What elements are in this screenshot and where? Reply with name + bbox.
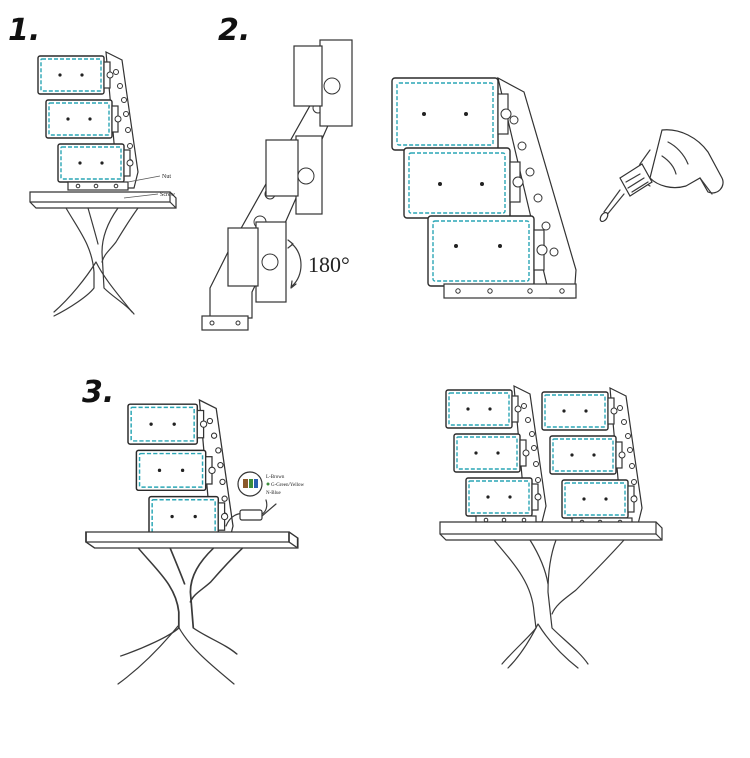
step-2-label: 2. — [218, 13, 250, 48]
screw-label: Screw — [160, 192, 176, 198]
ground-wire-icon — [266, 482, 270, 486]
step-1-assembly: Nut Screw — [29, 52, 177, 317]
final-double-assembly — [439, 386, 663, 669]
rotation-label: 180° — [308, 252, 350, 277]
step-3-assembly: L-Brown G-Green/Yellow N-Blue — [85, 400, 304, 685]
step-1-label: 1. — [8, 13, 40, 48]
step-3-label: 3. — [82, 375, 114, 410]
step-2-side-view: 180° — [201, 39, 353, 331]
nut-label: Nut — [162, 174, 171, 180]
drill-icon — [599, 129, 724, 223]
wire-g-label: G-Green/Yellow — [271, 483, 304, 488]
wire-n-label: N-Blue — [266, 491, 282, 496]
wire-l-label: L-Brown — [266, 475, 285, 480]
step-2-large-tower — [391, 76, 577, 299]
